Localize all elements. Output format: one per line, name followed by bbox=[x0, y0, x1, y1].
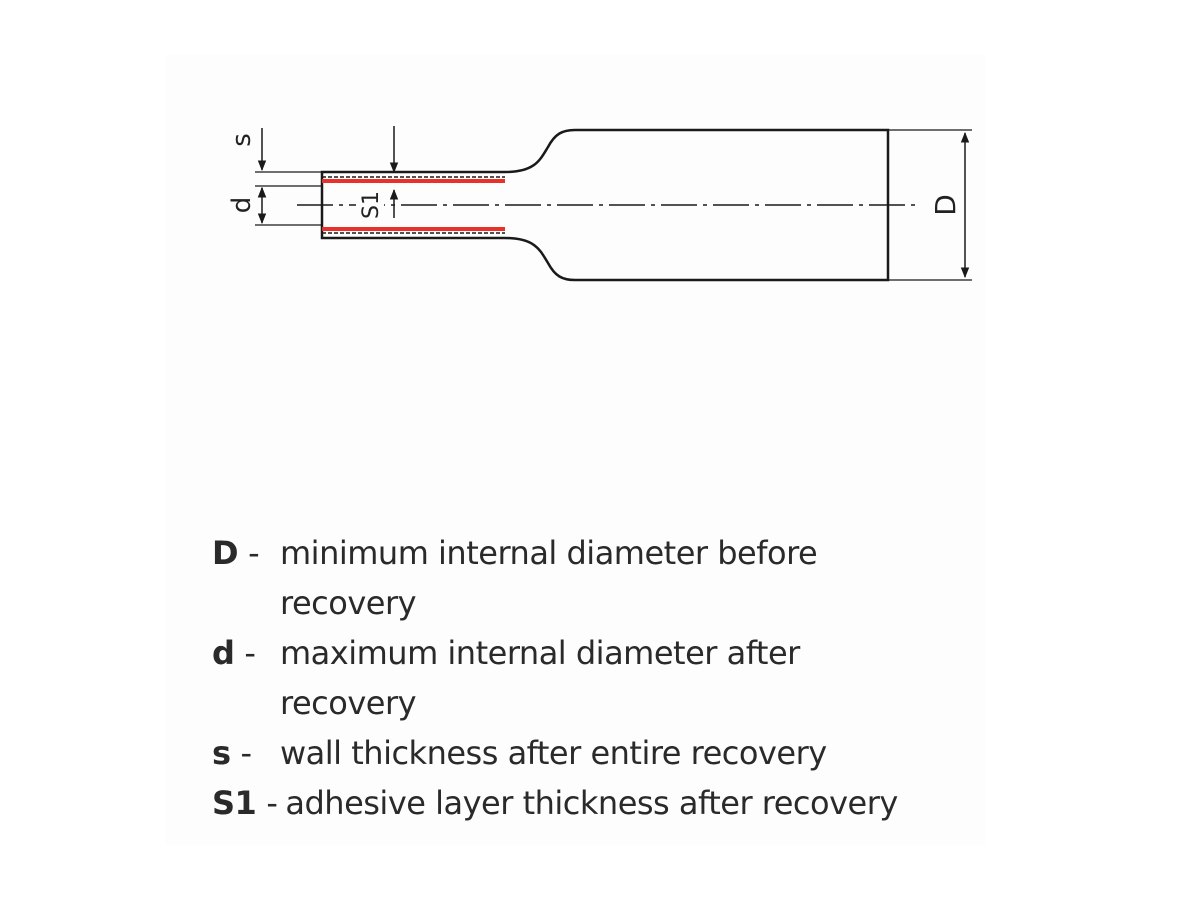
legend-description: maximum internal diameter after recovery bbox=[280, 634, 800, 722]
legend-separator: - bbox=[244, 634, 256, 672]
legend-symbol: d bbox=[212, 634, 235, 672]
legend-row-d: d - maximum internal diameter after reco… bbox=[212, 628, 972, 728]
legend-symbol: D bbox=[212, 534, 239, 572]
legend: D - minimum internal diameter before rec… bbox=[212, 528, 972, 828]
label-S1: S1 bbox=[359, 191, 384, 219]
legend-row-s: s - wall thickness after entire recovery bbox=[212, 728, 972, 778]
legend-symbol: s bbox=[212, 734, 231, 772]
label-d: d bbox=[227, 197, 257, 214]
legend-description: wall thickness after entire recovery bbox=[280, 734, 827, 772]
drawing-sheet bbox=[165, 55, 985, 845]
label-s: s bbox=[227, 133, 257, 147]
legend-row-S1: S1 - adhesive layer thickness after reco… bbox=[212, 778, 972, 828]
legend-description: minimum internal diameter before recover… bbox=[280, 534, 818, 622]
legend-description: adhesive layer thickness after recovery bbox=[285, 784, 898, 822]
legend-separator: - bbox=[248, 534, 260, 572]
legend-row-D: D - minimum internal diameter before rec… bbox=[212, 528, 972, 628]
legend-separator: - bbox=[266, 784, 278, 822]
label-D: D bbox=[929, 194, 962, 216]
legend-separator: - bbox=[240, 734, 253, 772]
legend-symbol: S1 bbox=[212, 784, 257, 822]
